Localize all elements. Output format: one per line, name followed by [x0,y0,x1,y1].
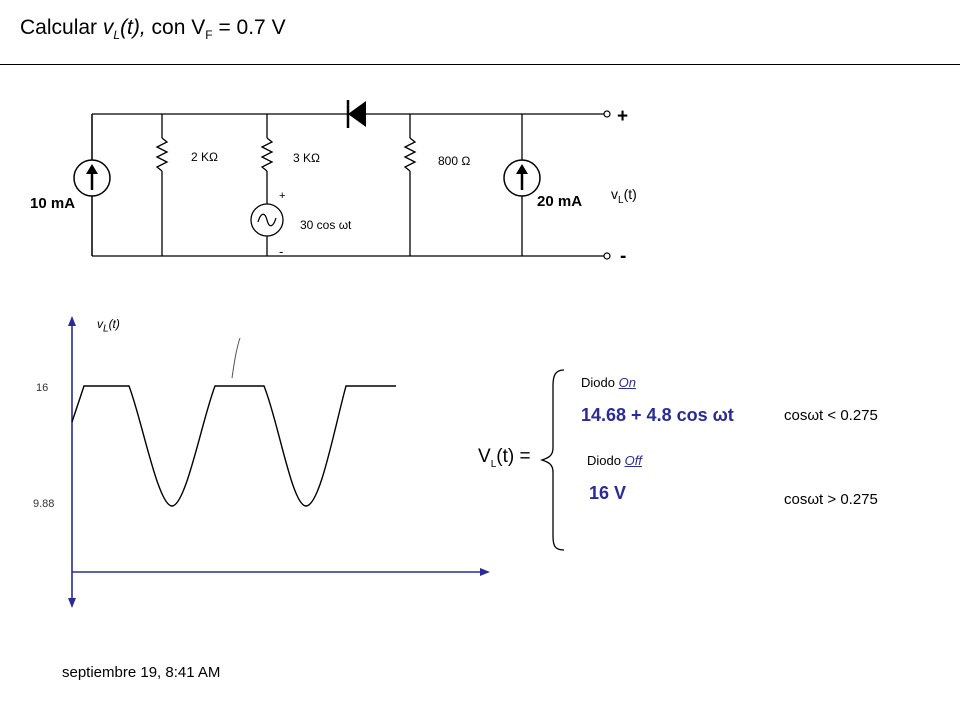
output-v: v [611,186,618,202]
resistor-2k [155,137,169,172]
resistor-3k [260,137,274,172]
graph-y-v: v [97,317,103,331]
tick-16-label: 16 [36,382,49,394]
resistor-800 [403,137,417,172]
y-axis-up-arrow-icon [68,316,76,326]
waveform-graph [68,316,490,608]
equation-lhs-sub: L [490,458,497,470]
equation-lhs-t: (t) = [496,446,531,467]
y-axis-down-arrow-icon [68,598,76,608]
case-on-condition: cosωt < 0.275 [784,407,878,424]
title-prefix: Calcular [20,16,103,39]
right-source-label: 20 mA [537,193,583,210]
diode-icon [340,100,366,128]
title-sub: F [205,28,213,43]
title-mid: con V [145,16,206,39]
title-divider [0,64,960,65]
current-source-right-icon [503,159,541,197]
graph-y-sub: L [103,323,109,335]
terminal-bottom-icon [603,252,611,260]
case-on-state: On [618,375,636,390]
case-off-expression: 16 V [589,483,627,503]
equation-brace [539,369,565,551]
waveform-vl [71,385,396,507]
ac-plus-label: + [279,190,286,202]
resistor-2k-label: 2 KΩ [191,150,218,164]
graph-y-t: (t) [108,317,120,331]
left-source-label: 10 mA [30,195,76,212]
title-var-sub: L [113,28,121,43]
ac-source-label: 30 cos ωt [300,218,352,232]
output-voltage-label: vL(t) [611,186,637,206]
slide-title: Calcular vL(t), con VF = 0.7 V [20,16,286,42]
tick-9-88-label: 9.88 [33,498,55,510]
case-off-condition: cosωt > 0.275 [784,491,878,508]
ac-minus-label: - [279,244,284,259]
output-t: (t) [623,186,637,202]
ac-source-icon [250,203,284,237]
case-off-state: Off [624,453,642,468]
resistor-3k-label: 3 KΩ [293,151,320,165]
case-on-expression: 14.68 + 4.8 cos ωt [581,405,734,425]
graph-y-label: vL(t) [97,317,120,334]
timestamp: septiembre 19, 8:41 AM [62,664,221,681]
case-on-prefix: Diodo [581,375,619,390]
resistor-800-label: 800 Ω [438,154,471,168]
case-off-prefix: Diodo [587,453,625,468]
output-plus-label: + [617,106,629,127]
waveform-peak-stroke [231,337,241,379]
title-suffix: = 0.7 V [212,16,286,39]
output-minus-label: - [620,246,627,267]
case-off-status: Diodo Off [587,453,642,468]
terminal-top-icon [603,110,611,118]
equation-lhs-v: V [478,446,491,467]
case-on-status: Diodo On [581,375,636,390]
title-var: vL(t), [102,16,146,43]
current-source-left-icon [73,159,111,197]
output-sub: L [618,194,624,206]
title-var-suffix: (t), [120,16,146,39]
title-var-letter: v [102,16,114,39]
x-axis-arrow-icon [480,568,490,576]
equation-lhs: VL(t) = [478,446,531,470]
